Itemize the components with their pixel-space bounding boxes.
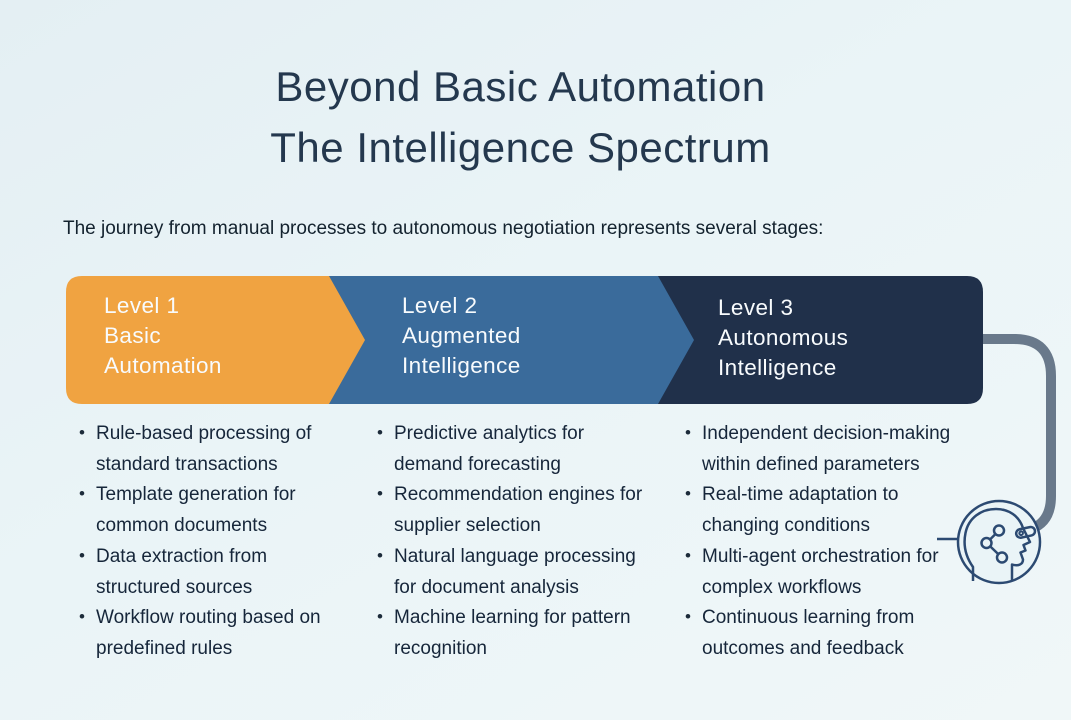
- level-2-title: Level 2: [402, 293, 478, 318]
- list-item: Independent decision-making within defin…: [684, 418, 960, 480]
- level-3-title: Level 3: [718, 295, 794, 320]
- list-item: Workflow routing based on predefined rul…: [78, 602, 344, 664]
- connector-line: [976, 334, 1056, 534]
- title-line-2: The Intelligence Spectrum: [270, 124, 771, 171]
- chevron-level-3: [650, 276, 983, 404]
- chevron-level-1: [66, 276, 365, 404]
- list-item: Machine learning for pattern recognition: [376, 602, 646, 664]
- level-3-name-line-2: Intelligence: [718, 355, 837, 380]
- page-title: Beyond Basic Automation The Intelligence…: [0, 56, 1041, 178]
- level-2-bullet-list: Predictive analytics for demand forecast…: [376, 418, 646, 665]
- level-2-name-line-1: Augmented: [402, 323, 521, 348]
- head-with-network-icon: [937, 499, 1042, 585]
- level-1-title: Level 1: [104, 293, 180, 318]
- level-2-name-line-2: Intelligence: [402, 353, 521, 378]
- title-line-1: Beyond Basic Automation: [275, 63, 766, 110]
- level-3-label: Level 3 Autonomous Intelligence: [718, 293, 958, 383]
- level-3-name-line-1: Autonomous: [718, 325, 849, 350]
- list-item: Predictive analytics for demand forecast…: [376, 418, 646, 480]
- subtitle: The journey from manual processes to aut…: [63, 218, 824, 239]
- list-item: Continuous learning from outcomes and fe…: [684, 602, 960, 664]
- list-item: Template generation for common documents: [78, 479, 344, 541]
- list-item: Rule-based processing of standard transa…: [78, 418, 344, 480]
- list-item: Recommendation engines for supplier sele…: [376, 479, 646, 541]
- level-1-name-line-1: Basic: [104, 323, 162, 348]
- level-2-label: Level 2 Augmented Intelligence: [402, 291, 642, 381]
- level-1-name-line-2: Automation: [104, 353, 222, 378]
- level-1-bullet-list: Rule-based processing of standard transa…: [78, 418, 344, 665]
- level-1-label: Level 1 Basic Automation: [104, 291, 344, 381]
- list-item: Natural language processing for document…: [376, 541, 646, 603]
- level-3-bullet-list: Independent decision-making within defin…: [684, 418, 960, 665]
- list-item: Data extraction from structured sources: [78, 541, 344, 603]
- list-item: Multi-agent orchestration for complex wo…: [684, 541, 960, 603]
- chevron-level-2: [326, 276, 694, 404]
- list-item: Real-time adaptation to changing conditi…: [684, 479, 960, 541]
